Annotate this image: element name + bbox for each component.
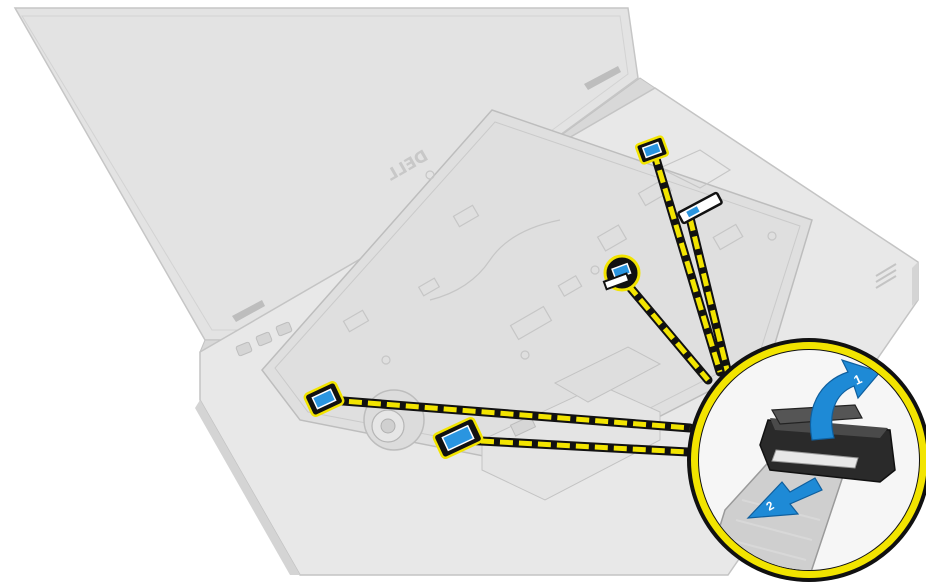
screw-hole — [590, 265, 600, 275]
touchpad-buttons — [553, 346, 662, 403]
hinge-slot-left — [232, 300, 265, 322]
callout-dash-top-right — [651, 151, 723, 373]
vent-slot — [875, 275, 897, 289]
screw-hole — [381, 355, 391, 365]
vent-slot — [875, 269, 897, 283]
board-chip — [342, 309, 370, 333]
connector-right-strip[interactable] — [677, 191, 723, 225]
cable-insert-edge — [771, 449, 859, 469]
board-chip — [557, 274, 583, 298]
media-button — [255, 331, 273, 347]
connector-center[interactable] — [602, 254, 641, 292]
hinge-slot-right — [584, 66, 621, 90]
board-chip — [596, 224, 628, 252]
metal-bracket — [509, 415, 537, 437]
heat-pipe — [429, 219, 561, 301]
connector-body — [686, 206, 700, 218]
connector-body — [641, 141, 663, 159]
pull-arrow-body — [746, 477, 823, 519]
connector-left[interactable] — [303, 381, 345, 417]
connector-top-right[interactable] — [635, 135, 669, 165]
connectors — [303, 135, 723, 460]
screw-hole — [520, 350, 530, 360]
media-button — [235, 341, 253, 357]
screw-hole — [767, 231, 777, 241]
connector-body — [311, 388, 337, 410]
ribbon-trace — [658, 149, 732, 189]
callout-line-bottom — [457, 435, 693, 457]
board-chip — [509, 305, 553, 341]
base-front-edge — [195, 400, 300, 575]
callout-dash-center — [626, 283, 710, 382]
callout-dash-left — [329, 397, 691, 431]
vent-slot — [875, 263, 897, 277]
pull-cable-arrow: 2 — [746, 477, 823, 519]
board-chip — [417, 277, 441, 297]
board-chip — [452, 204, 480, 228]
magnified-callout: 1 2 — [687, 338, 926, 582]
callout-dash-right-strip — [687, 217, 731, 375]
cable-tab — [602, 272, 631, 291]
media-buttons — [235, 321, 293, 357]
connector-bottom[interactable] — [432, 416, 484, 460]
callout-lines — [325, 147, 733, 457]
connector-body — [441, 424, 475, 452]
base-right-edge — [912, 262, 918, 306]
side-vent — [875, 263, 897, 289]
board-chip — [712, 223, 744, 251]
media-button — [275, 321, 293, 337]
internal-components — [342, 149, 777, 365]
fan-center — [380, 418, 396, 434]
screw-hole — [425, 170, 435, 180]
